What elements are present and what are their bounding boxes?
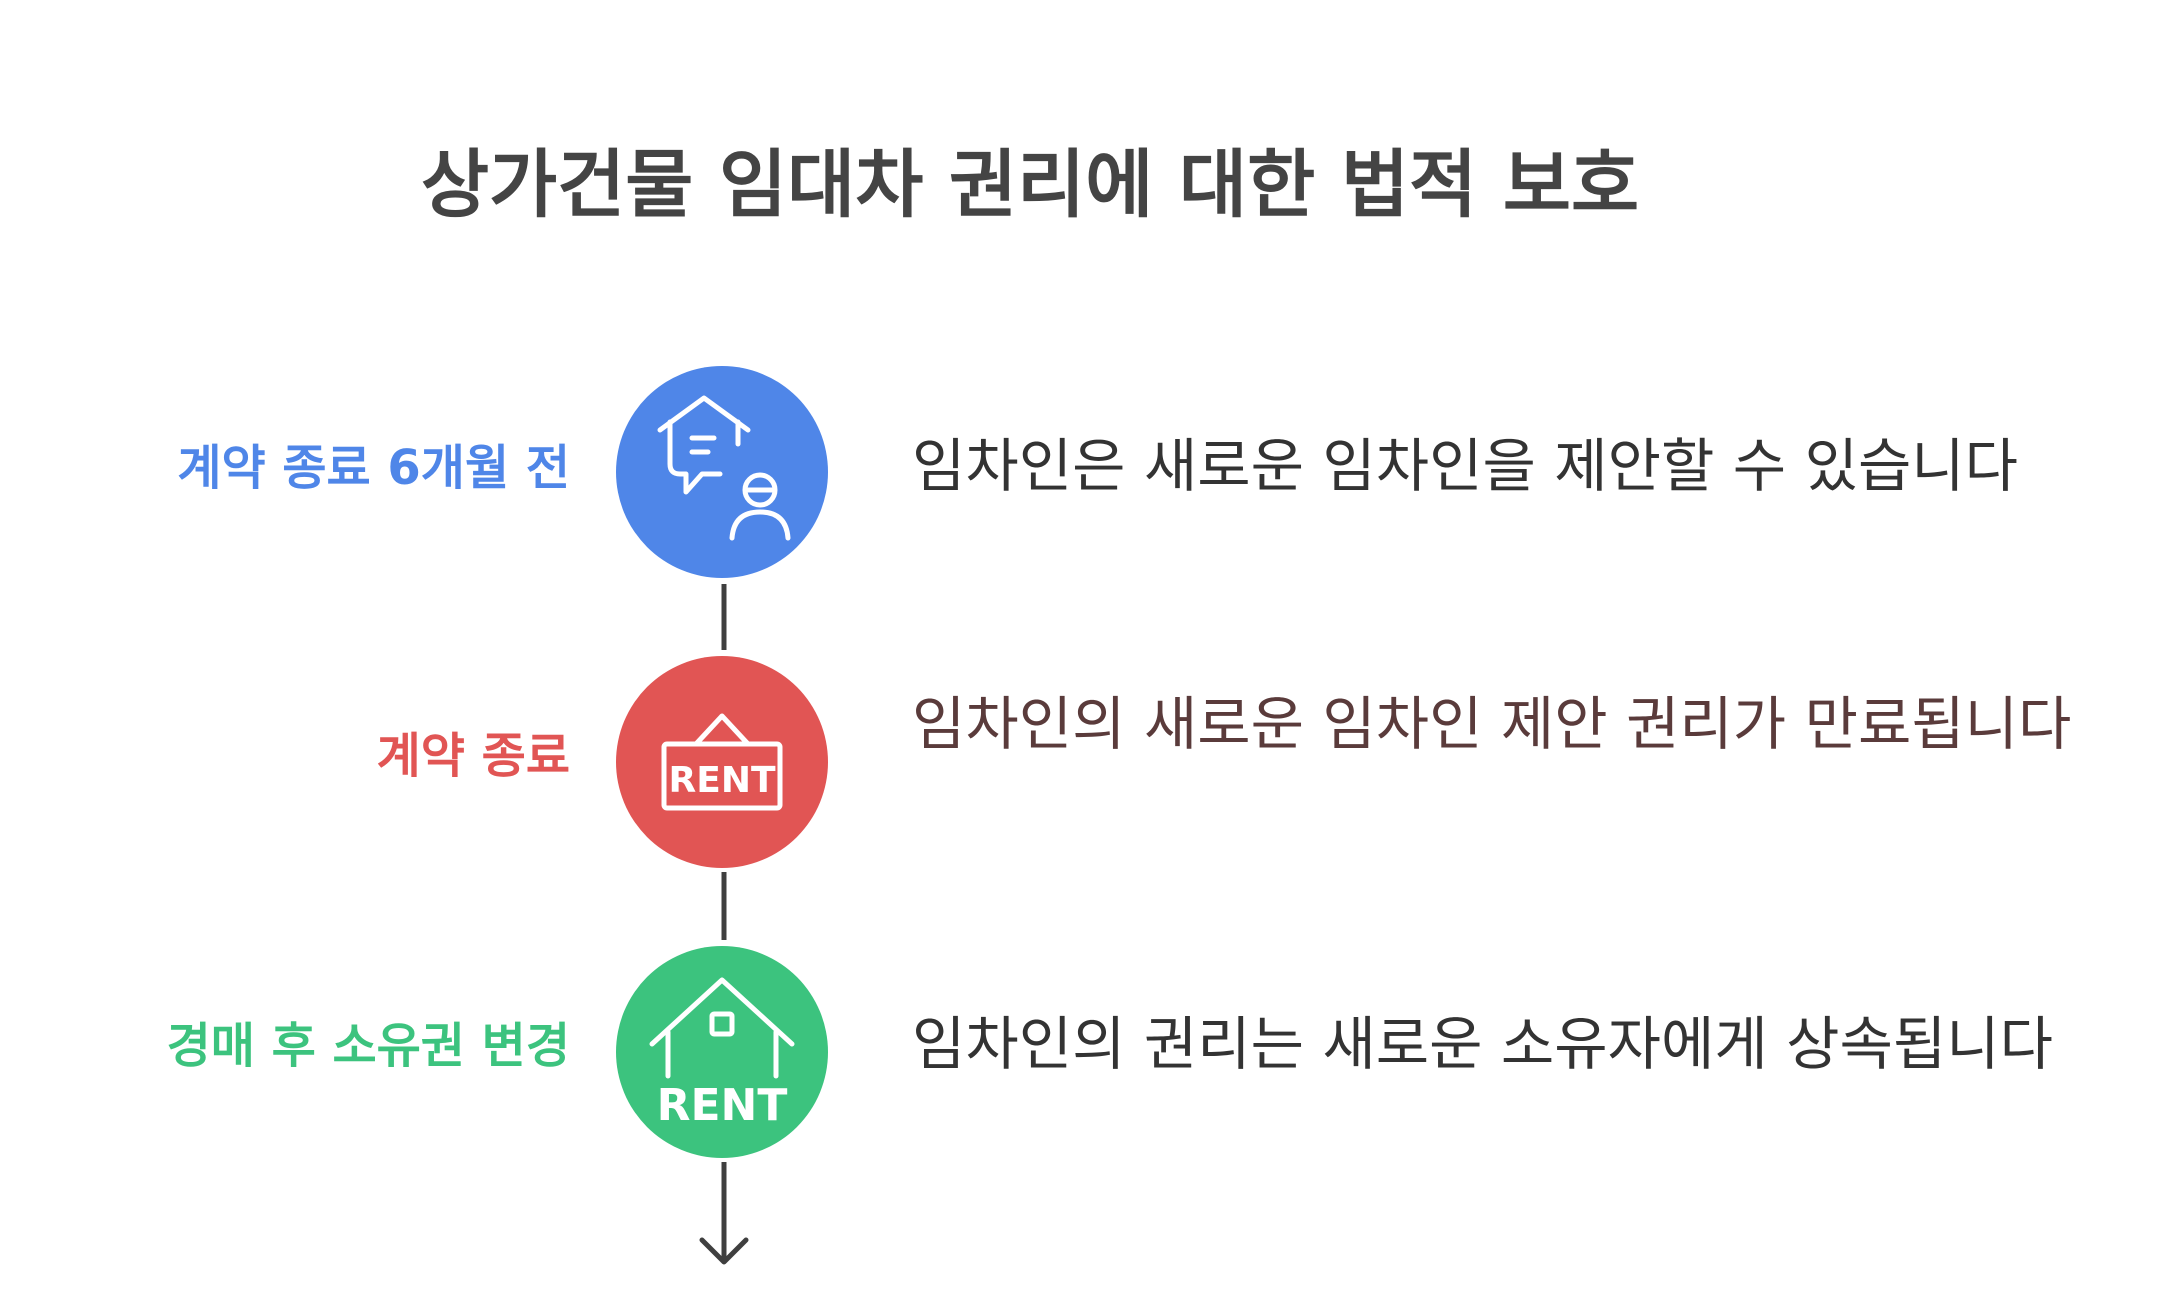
stage-description-1: 임차인은 새로운 임차인을 제안할 수 있습니다 (912, 432, 2019, 500)
house-chat-person-icon (657, 395, 791, 541)
stage-circle-3: RENT (616, 946, 828, 1158)
rent-sign-icon: RENT (661, 713, 783, 811)
stage-description-3: 임차인의 권리는 새로운 소유자에게 상속됩니다 (912, 1010, 2053, 1078)
stage-label-1: 계약 종료 6개월 전 (177, 440, 570, 496)
stage-circle-1 (616, 366, 828, 578)
stage-circle-2: RENT (616, 656, 828, 868)
diagram-title: 상가건물 임대차 권리에 대한 법적 보호 (420, 142, 1640, 228)
stage-label-3: 경매 후 소유권 변경 (166, 1018, 570, 1074)
stage-description-2: 임차인의 새로운 임차인 제안 권리가 만료됩니다 (912, 690, 2072, 758)
stage-label-2: 계약 종료 (376, 728, 570, 784)
arrow-head-icon (699, 1237, 749, 1265)
rent-house-icon: RENT (649, 977, 795, 1131)
rent-sign-text: RENT (669, 760, 776, 801)
rent-house-text: RENT (657, 1080, 788, 1131)
